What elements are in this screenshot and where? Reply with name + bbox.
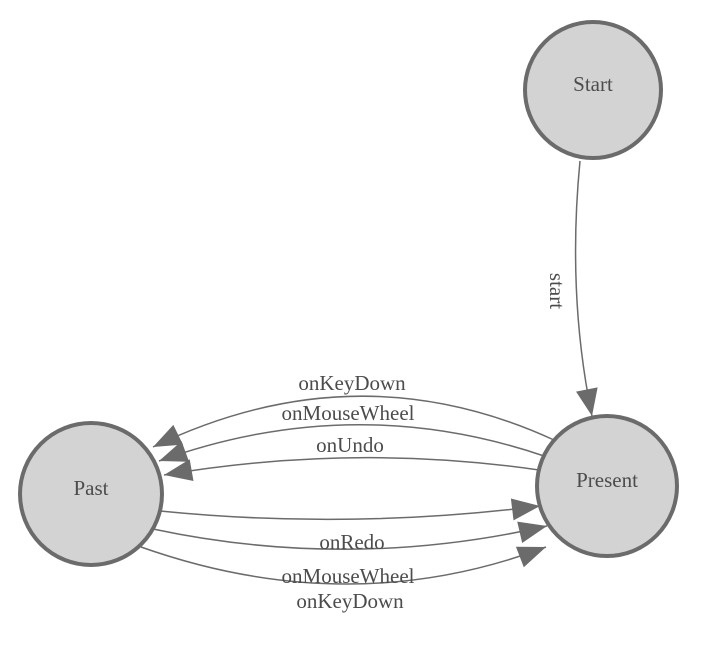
edge-label-onUndo: onUndo (316, 433, 384, 457)
edge-label-onMouseWheel: onMouseWheel (282, 564, 415, 588)
edge-label-onMouseWheel: onMouseWheel (282, 401, 415, 425)
state-label-past: Past (73, 476, 108, 500)
edge-label-start: start (545, 273, 569, 309)
arrowhead-layer (153, 387, 598, 568)
edge-present-past-onKeyDown (152, 395, 555, 448)
state-node-start (523, 20, 663, 160)
edge-present-past-onMouseWheel (158, 423, 545, 462)
edge-past-present-onRedo (159, 505, 541, 521)
label-layer: StartPresentPaststartonKeyDownonMouseWhe… (73, 72, 638, 613)
edge-present-past-onUndo (163, 456, 540, 476)
arrowhead-past-present-onMouseWheel (517, 521, 547, 544)
arrowhead-present-past-onKeyDown (153, 424, 183, 447)
arrowhead-present-past-onMouseWheel (159, 441, 190, 462)
edge-past-present-onKeyDown (140, 546, 547, 585)
arrowhead-past-present-onKeyDown (515, 546, 546, 568)
state-label-start: Start (573, 72, 613, 96)
edge-layer (140, 160, 593, 585)
edge-label-onKeyDown: onKeyDown (296, 589, 404, 613)
edge-label-onKeyDown: onKeyDown (298, 371, 406, 395)
edge-label-onRedo: onRedo (319, 530, 384, 554)
edge-start-present-start (574, 160, 593, 417)
arrowhead-past-present-onRedo (510, 498, 540, 521)
arrowhead-present-past-onUndo (164, 459, 194, 481)
node-layer (18, 20, 679, 567)
state-node-present (535, 414, 679, 558)
edge-past-present-onMouseWheel (152, 525, 548, 551)
arrowhead-start-present-start (576, 387, 598, 416)
state-node-past (18, 421, 164, 567)
state-label-present: Present (576, 468, 638, 492)
